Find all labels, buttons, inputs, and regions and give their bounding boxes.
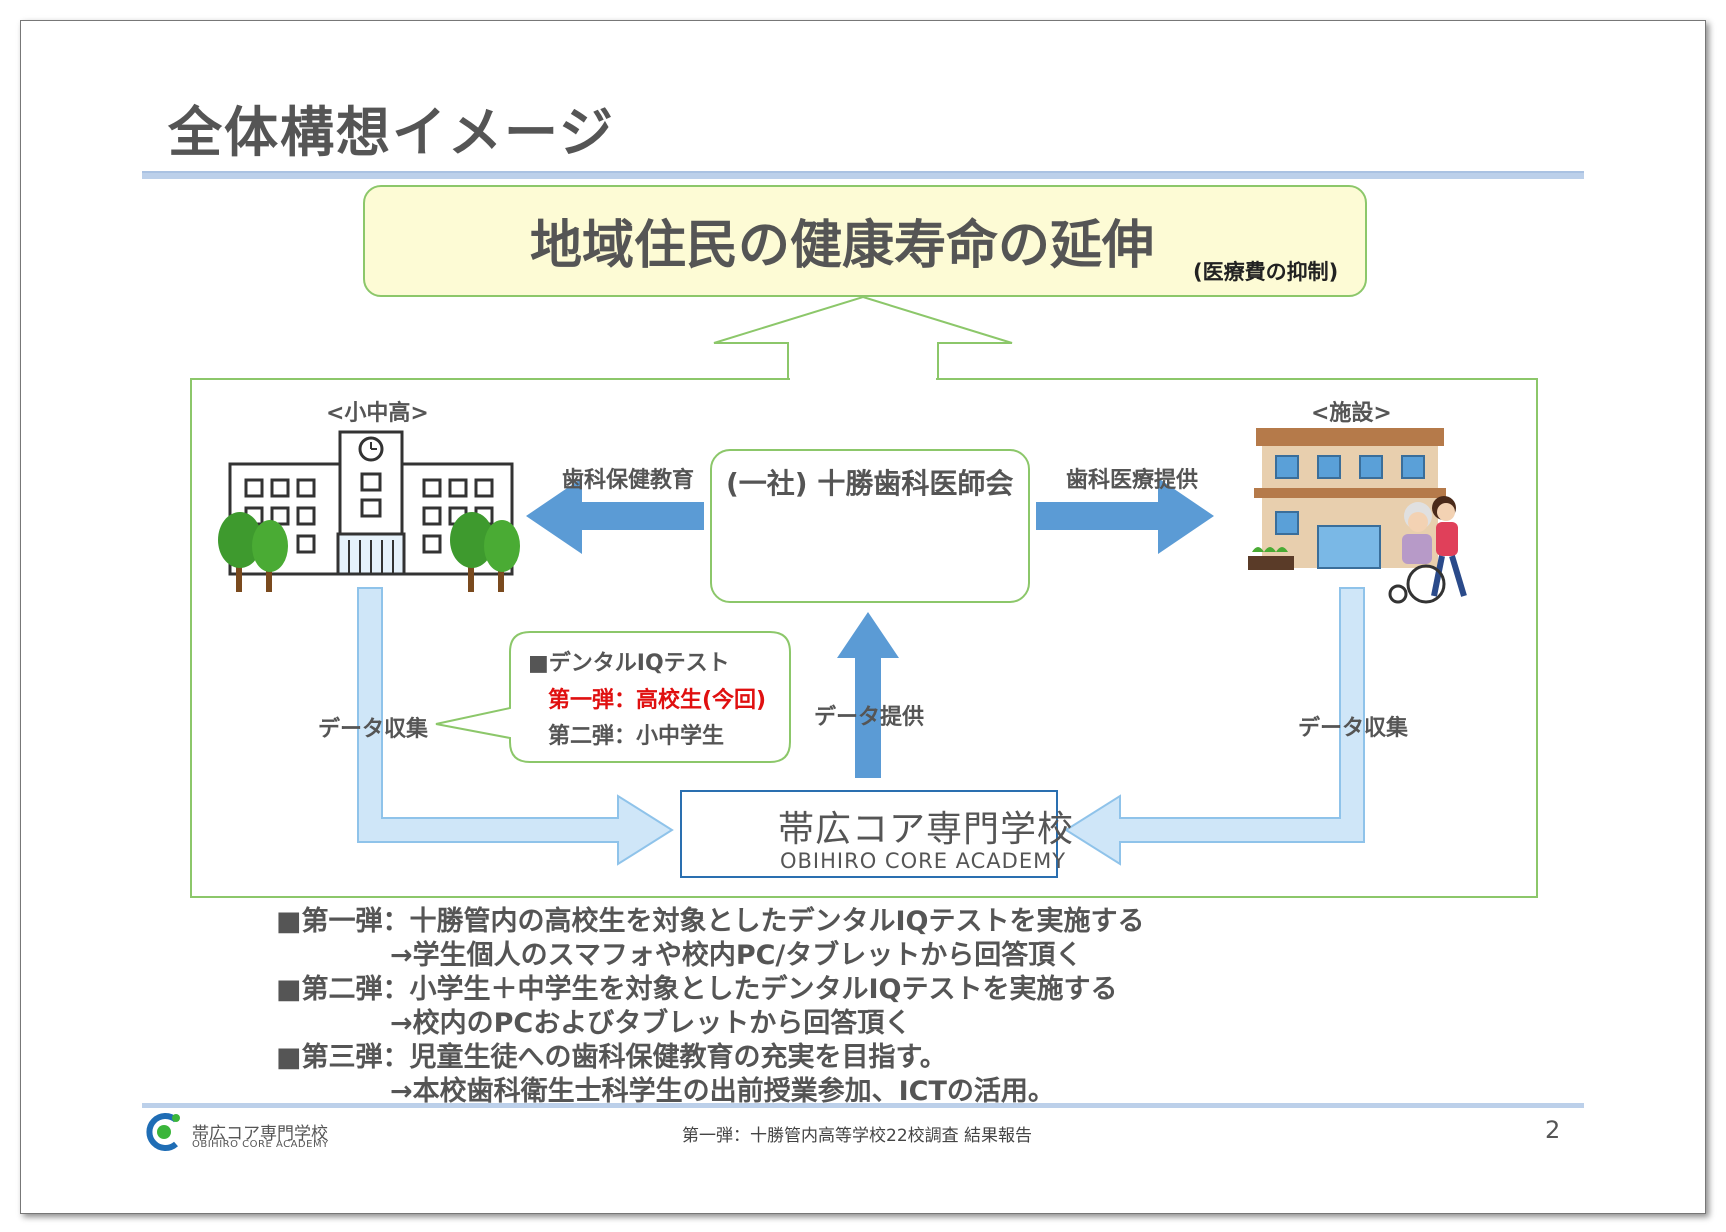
label-data-provide: データ提供 <box>814 705 925 730</box>
association-box <box>710 449 1030 603</box>
label-data-collect-right: データ収集 <box>1298 716 1409 741</box>
footer-logo-icon <box>146 1113 180 1151</box>
bullet-phase1: ■第一弾：十勝管内の高校生を対象としたデンタルIQテストを実施する <box>276 906 1145 937</box>
academy-name-en: OBIHIRO CORE ACADEMY <box>780 849 1067 873</box>
school-illustration <box>218 430 520 592</box>
bubble-phase2: 第二弾：小中学生 <box>548 724 725 749</box>
academy-box <box>680 790 1058 878</box>
goal-sub-text: (医療費の抑制) <box>1193 260 1339 284</box>
page-number: 2 <box>1545 1116 1561 1144</box>
goal-main-text: 地域住民の健康寿命の延伸 <box>530 216 1155 276</box>
bullet-phase3: ■第三弾：児童生徒への歯科保健教育の充実を目指す。 <box>276 1042 947 1073</box>
footer-logo-jp: 帯広コア専門学校 <box>192 1124 328 1144</box>
goal-up-arrow <box>713 295 1013 380</box>
title-rule <box>142 171 1584 179</box>
arrow-data-collect-right <box>1064 587 1365 866</box>
goal-box <box>363 185 1367 297</box>
footer-logo-en: OBIHIRO CORE ACADEMY <box>192 1139 329 1150</box>
bullet-phase2: ■第二弾：小学生＋中学生を対象としたデンタルIQテストを実施する <box>276 974 1118 1005</box>
arrow-data-provide <box>837 612 899 778</box>
arrow-data-collect-left <box>357 587 674 866</box>
association-name: (一社) 十勝歯科医師会 <box>726 467 1014 500</box>
footer-rule <box>142 1103 1584 1108</box>
facility-illustration <box>1248 428 1467 604</box>
arrow-to-school <box>526 478 704 554</box>
school-label: <小中高> <box>326 401 429 426</box>
bubble-phase1: 第一弾：高校生(今回) <box>548 688 767 713</box>
bullet-phase3-detail: →本校歯科衛生士科学生の出前授業参加、ICTの活用。 <box>390 1076 1055 1107</box>
bullet-phase2-detail: →校内のPCおよびタブレットから回答頂く <box>390 1008 912 1039</box>
academy-name-jp: 帯広コア専門学校 <box>778 809 1075 850</box>
bubble-heading: ■デンタルIQテスト <box>528 651 730 676</box>
label-data-collect-left: データ収集 <box>318 717 429 742</box>
slide-title: 全体構想イメージ <box>168 101 615 164</box>
label-dental-care-provision: 歯科医療提供 <box>1066 468 1199 493</box>
label-dental-health-education: 歯科保健教育 <box>562 468 695 493</box>
tree-icon <box>218 512 520 592</box>
bullet-phase1-detail: →学生個人のスマフォや校内PC/タブレットから回答頂く <box>390 940 1083 971</box>
iq-test-bubble <box>435 631 791 763</box>
facility-label: <施設> <box>1311 401 1392 426</box>
footer-report-title: 第一弾：十勝管内高等学校22校調査 結果報告 <box>682 1126 1033 1146</box>
arrow-to-facility <box>1036 478 1214 554</box>
